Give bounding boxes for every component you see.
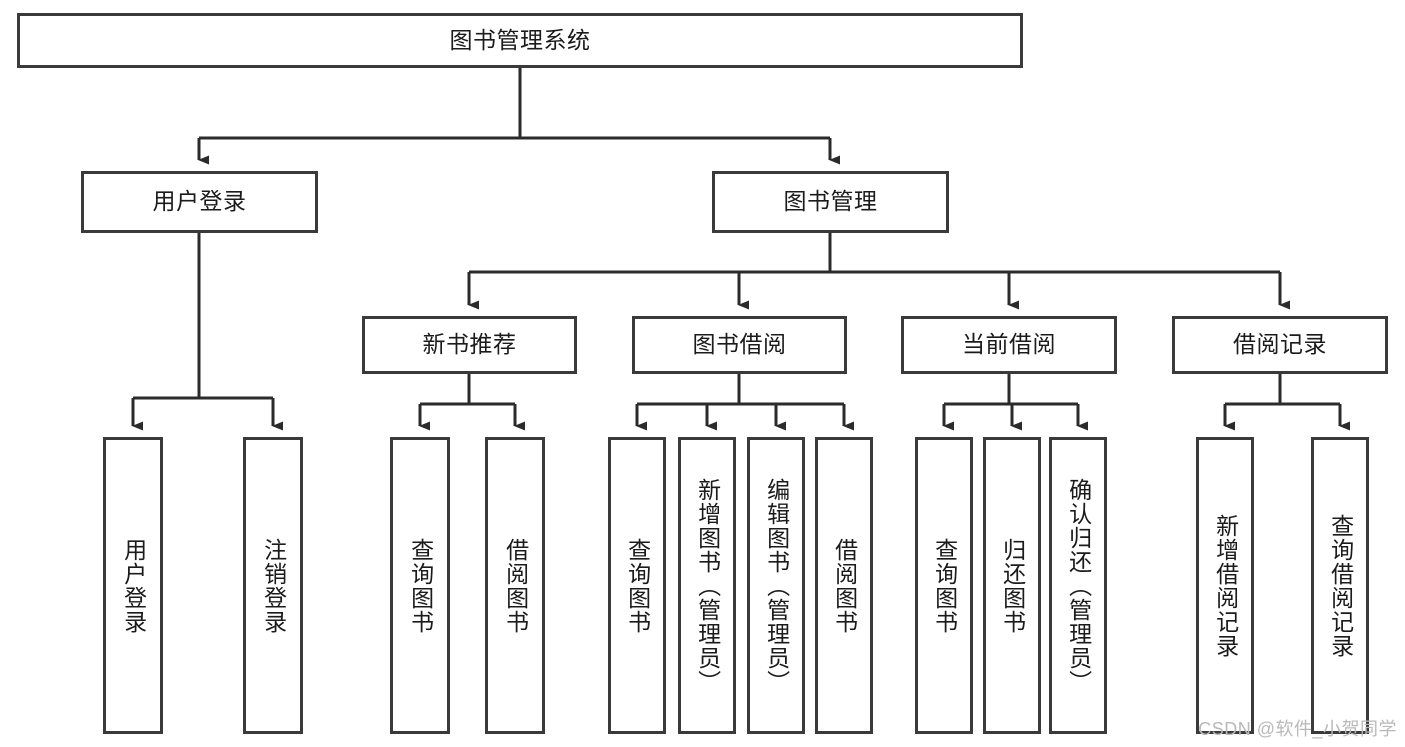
node-leaf-add-borrow-record[interactable]: 新增借阅记录 [1196,437,1254,734]
node-book-manage[interactable]: 图书管理 [712,171,949,233]
node-borrow-record[interactable]: 借阅记录 [1172,316,1388,374]
node-leaf-query-borrow-record-label: 查询借阅记录 [1327,513,1354,658]
node-leaf-add-book-admin-label: 新增图书（管理员） [694,477,721,694]
node-leaf-query-borrow-record[interactable]: 查询借阅记录 [1311,437,1369,734]
node-leaf-borrow-book-label: 借阅图书 [831,537,858,634]
node-book-borrow[interactable]: 图书借阅 [632,316,847,374]
node-leaf-confirm-return-admin-label: 确认归还（管理员） [1065,477,1092,694]
node-leaf-query-book-rec[interactable]: 查询图书 [390,437,450,734]
node-book-borrow-label: 图书借阅 [692,331,787,358]
node-leaf-user-logout[interactable]: 注销登录 [243,437,303,734]
node-leaf-edit-book-admin-label: 编辑图书（管理员） [763,477,790,694]
node-leaf-borrow-book-rec-label: 借阅图书 [502,537,529,634]
node-root-label: 图书管理系统 [449,26,591,53]
node-leaf-user-logout-label: 注销登录 [260,537,287,634]
node-leaf-edit-book-admin[interactable]: 编辑图书（管理员） [747,437,805,734]
node-leaf-query-book-borrow-label: 查询图书 [624,537,651,634]
node-leaf-borrow-book[interactable]: 借阅图书 [815,437,873,734]
node-leaf-return-book-label: 归还图书 [999,537,1026,634]
node-leaf-user-login[interactable]: 用户登录 [103,437,163,734]
node-book-manage-label: 图书管理 [783,188,878,215]
node-leaf-return-book[interactable]: 归还图书 [983,437,1041,734]
node-leaf-query-book-borrow[interactable]: 查询图书 [608,437,666,734]
node-new-book-recommend-label: 新书推荐 [422,331,517,358]
node-leaf-query-book-rec-label: 查询图书 [407,537,434,634]
node-leaf-borrow-book-rec[interactable]: 借阅图书 [485,437,545,734]
node-leaf-query-book-current[interactable]: 查询图书 [915,437,973,734]
node-leaf-add-borrow-record-label: 新增借阅记录 [1212,513,1239,658]
node-current-borrow-label: 当前借阅 [962,331,1056,358]
node-leaf-query-book-current-label: 查询图书 [931,537,958,634]
node-root[interactable]: 图书管理系统 [17,13,1023,68]
node-leaf-user-login-label: 用户登录 [120,537,147,634]
node-user-login[interactable]: 用户登录 [81,171,318,233]
node-leaf-confirm-return-admin[interactable]: 确认归还（管理员） [1049,437,1107,734]
node-user-login-label: 用户登录 [152,188,247,215]
node-borrow-record-label: 借阅记录 [1233,331,1327,358]
node-leaf-add-book-admin[interactable]: 新增图书（管理员） [678,437,736,734]
node-current-borrow[interactable]: 当前借阅 [901,316,1117,374]
watermark-text: CSDN @软件_小贺同学 [1198,719,1397,739]
node-new-book-recommend[interactable]: 新书推荐 [362,316,577,374]
